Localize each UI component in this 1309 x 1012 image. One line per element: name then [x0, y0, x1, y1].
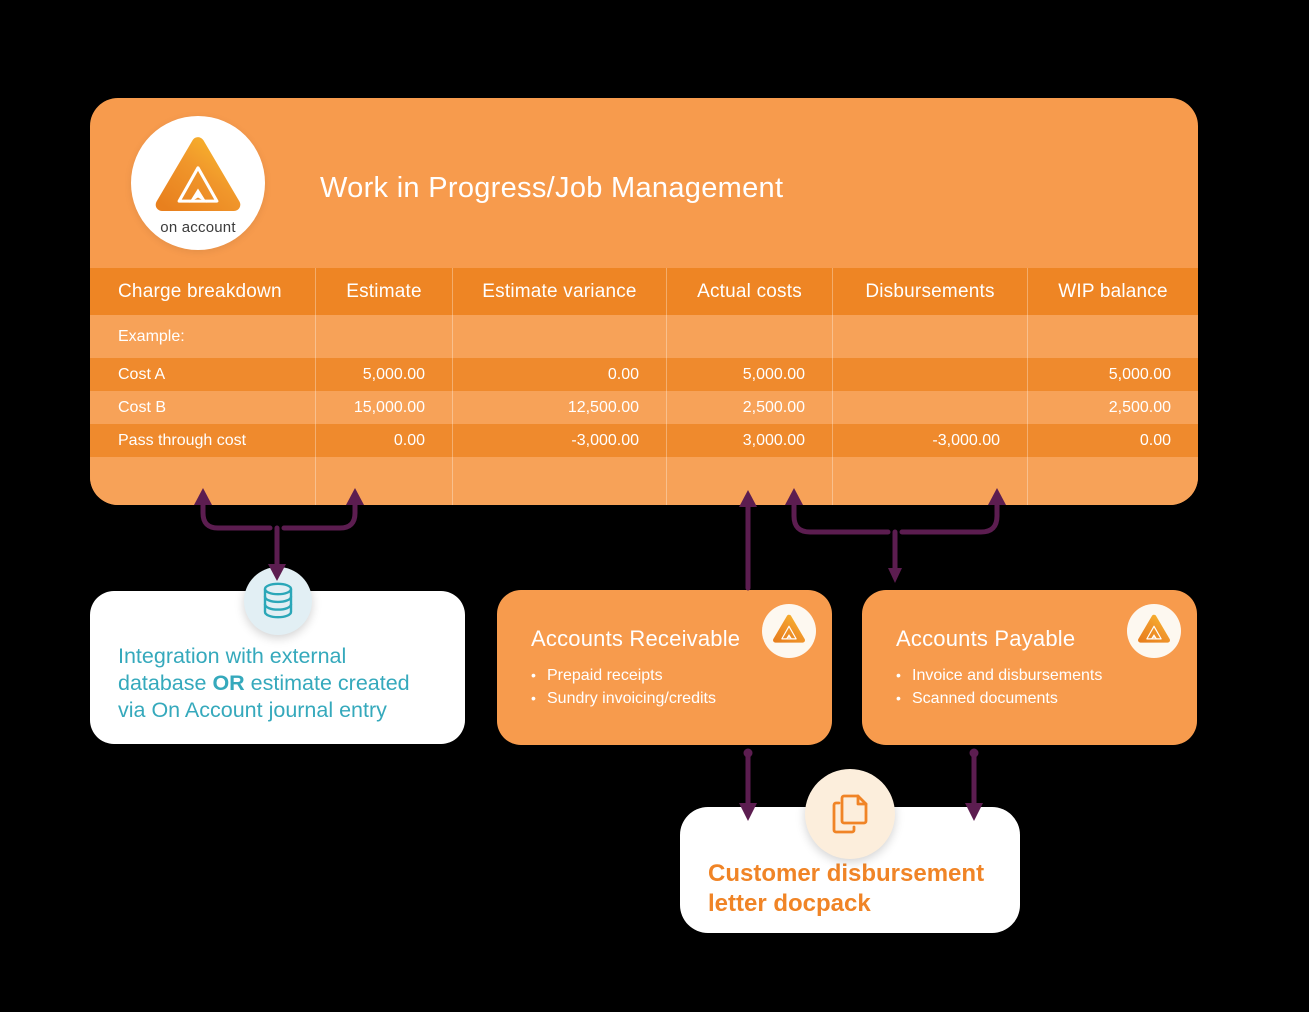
- bullet-text: Invoice and disbursements: [912, 667, 1103, 684]
- docpack-text: Customer disbursement letter docpack: [708, 860, 985, 917]
- table-cell: -3,000.00: [832, 424, 1027, 457]
- list-item: • Prepaid receipts: [531, 664, 716, 687]
- list-item: • Invoice and disbursements: [896, 664, 1102, 687]
- bullet-icon: •: [531, 667, 536, 683]
- column-header: Charge breakdown: [90, 268, 315, 315]
- arrowhead-down-icon: [888, 568, 902, 583]
- arrow-ap-to-table: [791, 498, 1000, 573]
- table-row-label: [90, 457, 315, 505]
- on-account-mini-logo: [1127, 604, 1181, 658]
- integration-text-part: Integration with external database: [118, 644, 347, 695]
- integration-text-part: estimate created via On Account journal …: [118, 671, 410, 722]
- table-cell: [832, 391, 1027, 424]
- bullet-text: Prepaid receipts: [547, 667, 663, 684]
- table-row-label: Example:: [90, 315, 315, 358]
- column-header: Estimate variance: [452, 268, 666, 315]
- table-cell: 0.00: [315, 424, 452, 457]
- documents-icon: [832, 794, 868, 834]
- column-header: WIP balance: [1027, 268, 1198, 315]
- table-row-label: Cost B: [90, 391, 315, 424]
- table-cell: [666, 457, 832, 505]
- table-cell: [832, 457, 1027, 505]
- table-cell: -3,000.00: [452, 424, 666, 457]
- accounts-receivable-title: Accounts Receivable: [531, 626, 741, 651]
- page-title: Work in Progress/Job Management: [320, 172, 784, 204]
- integration-text: Integration with external database OR es…: [118, 643, 430, 724]
- accounts-payable-title: Accounts Payable: [896, 626, 1076, 651]
- table-cell: 2,500.00: [666, 391, 832, 424]
- on-account-logo: on account: [131, 116, 265, 250]
- database-icon: [263, 582, 293, 619]
- accounts-receivable-bullets: • Prepaid receipts • Sundry invoicing/cred…: [531, 664, 716, 710]
- table-cell: 5,000.00: [666, 358, 832, 391]
- table-row-label: Cost A: [90, 358, 315, 391]
- wip-panel: on account Work in Progress/Job Manageme…: [90, 98, 1198, 505]
- accounts-receivable-box: Accounts Receivable • Prepaid receipts • S…: [497, 590, 832, 745]
- integration-text-or: OR: [212, 671, 245, 695]
- table-cell: [315, 315, 452, 358]
- table-cell: 0.00: [1027, 424, 1198, 457]
- table-cell: [452, 457, 666, 505]
- on-account-logo-icon: [1138, 614, 1170, 643]
- arrow-origin-dot: [969, 748, 979, 758]
- logo-wordmark: on account: [160, 219, 236, 236]
- column-header: Actual costs: [666, 268, 832, 315]
- documents-icon-circle: [805, 769, 895, 859]
- arrow-origin-dot: [743, 748, 753, 758]
- table-cell: [1027, 315, 1198, 358]
- table-cell: [315, 457, 452, 505]
- bullet-icon: •: [896, 690, 901, 706]
- docpack-box: Customer disbursement letter docpack: [680, 807, 1020, 933]
- column-header: Disbursements: [832, 268, 1027, 315]
- table-cell: [1027, 457, 1198, 505]
- panel-header: on account Work in Progress/Job Manageme…: [90, 98, 1198, 268]
- table-cell: [832, 315, 1027, 358]
- accounts-payable-bullets: • Invoice and disbursements • Scanned docu…: [896, 664, 1102, 710]
- on-account-mini-logo: [762, 604, 816, 658]
- on-account-logo-icon: [155, 137, 241, 211]
- database-icon-circle: [244, 567, 312, 635]
- list-item: • Scanned documents: [896, 687, 1102, 710]
- bullet-text: Sundry invoicing/credits: [547, 690, 716, 707]
- on-account-logo-icon: [773, 614, 805, 643]
- table-cell: 5,000.00: [315, 358, 452, 391]
- table-cell: 15,000.00: [315, 391, 452, 424]
- table-cell: 5,000.00: [1027, 358, 1198, 391]
- table-cell: 2,500.00: [1027, 391, 1198, 424]
- table-cell: [666, 315, 832, 358]
- bullet-icon: •: [531, 690, 536, 706]
- table-cell: 3,000.00: [666, 424, 832, 457]
- column-header: Estimate: [315, 268, 452, 315]
- bullet-icon: •: [896, 667, 901, 683]
- accounts-payable-box: Accounts Payable • Invoice and disburseme…: [862, 590, 1197, 745]
- wip-table: Charge breakdown Estimate Estimate varia…: [90, 268, 1198, 505]
- bullet-text: Scanned documents: [912, 690, 1058, 707]
- table-cell: 12,500.00: [452, 391, 666, 424]
- arrow-table-to-integration: [200, 498, 358, 569]
- table-cell: 0.00: [452, 358, 666, 391]
- table-row-label: Pass through cost: [90, 424, 315, 457]
- table-cell: [452, 315, 666, 358]
- list-item: • Sundry invoicing/credits: [531, 687, 716, 710]
- table-cell: [832, 358, 1027, 391]
